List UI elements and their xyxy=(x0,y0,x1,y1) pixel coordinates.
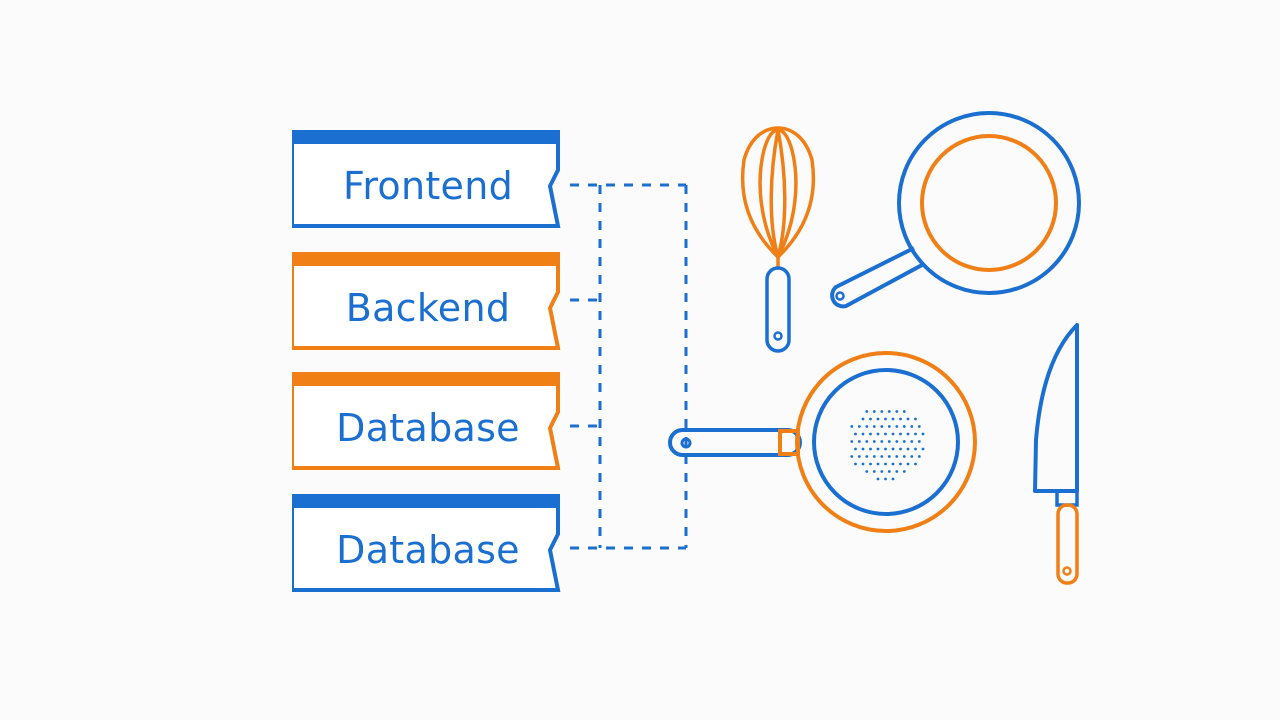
strainer-hole xyxy=(902,440,906,443)
strainer-hole xyxy=(869,432,872,436)
strainer-hole xyxy=(854,432,857,436)
strainer-hole xyxy=(914,417,917,421)
strainer-hole xyxy=(854,447,857,451)
strainer-hole xyxy=(891,477,895,481)
strainer-hole xyxy=(917,455,921,458)
whisk-icon xyxy=(740,126,816,353)
strainer-hole xyxy=(869,462,872,466)
strainer-hole xyxy=(891,432,895,436)
strainer-hole xyxy=(872,440,876,443)
strainer-hole xyxy=(917,440,921,443)
strainer-hole xyxy=(902,425,906,428)
strainer-hole xyxy=(921,432,925,436)
strainer-hole xyxy=(861,417,865,421)
label-card-backend: Backend xyxy=(292,252,561,350)
strainer-hole xyxy=(891,462,895,466)
chef-knife-icon xyxy=(1033,323,1079,585)
strainer-hole xyxy=(910,425,914,428)
strainer-hole xyxy=(872,410,876,413)
strainer-hole xyxy=(865,455,869,458)
strainer-hole xyxy=(884,477,887,481)
strainer-hole xyxy=(906,417,910,421)
strainer-hole xyxy=(895,455,899,458)
strainer-hole xyxy=(880,440,884,443)
strainer-hole xyxy=(872,470,876,473)
label-database-1: Database xyxy=(336,406,520,450)
strainer-pan-icon xyxy=(668,351,977,533)
strainer-hole xyxy=(865,425,869,428)
strainer-hole xyxy=(876,462,880,466)
strainer-hole xyxy=(850,440,854,443)
strainer-hole xyxy=(880,470,884,473)
strainer-hole xyxy=(861,447,865,451)
strainer-hole xyxy=(869,417,872,421)
strainer-hole xyxy=(854,462,857,466)
strainer-hole xyxy=(887,410,891,413)
strainer-hole xyxy=(914,432,917,436)
strainer-hole xyxy=(910,455,914,458)
strainer-hole xyxy=(902,455,906,458)
label-card-database-1: Database xyxy=(292,372,561,470)
strainer-hole xyxy=(906,447,910,451)
label-database-2: Database xyxy=(336,528,520,572)
strainer-hole xyxy=(876,432,880,436)
dashed-connectors xyxy=(570,183,688,550)
label-card-database-2: Database xyxy=(292,494,561,592)
strainer-hole xyxy=(880,455,884,458)
label-frontend: Frontend xyxy=(342,164,514,208)
strainer-hole xyxy=(887,425,891,428)
strainer-hole xyxy=(895,425,899,428)
strainer-hole xyxy=(914,447,917,451)
strainer-hole xyxy=(850,425,854,428)
strainer-hole xyxy=(891,417,895,421)
strainer-hole xyxy=(899,462,902,466)
strainer-hole xyxy=(906,432,910,436)
strainer-hole xyxy=(876,447,880,451)
strainer-hole xyxy=(876,417,880,421)
strainer-hole xyxy=(850,455,854,458)
strainer-holes xyxy=(850,410,925,481)
strainer-hole xyxy=(887,455,891,458)
strainer-hole xyxy=(906,462,910,466)
strainer-hole xyxy=(921,447,925,451)
strainer-hole xyxy=(861,432,865,436)
strainer-hole xyxy=(857,455,861,458)
strainer-hole xyxy=(884,447,887,451)
strainer-hole xyxy=(861,462,865,466)
strainer-hole xyxy=(865,470,869,473)
strainer-hole xyxy=(899,432,902,436)
strainer-hole xyxy=(895,470,899,473)
label-card-frontend: Frontend xyxy=(292,130,561,228)
strainer-hole xyxy=(902,410,906,413)
strainer-hole xyxy=(872,455,876,458)
strainer-hole xyxy=(876,477,880,481)
strainer-hole xyxy=(880,425,884,428)
strainer-hole xyxy=(887,470,891,473)
frying-pan-icon xyxy=(830,111,1081,309)
strainer-hole xyxy=(891,447,895,451)
strainer-hole xyxy=(899,417,902,421)
strainer-hole xyxy=(917,425,921,428)
strainer-hole xyxy=(857,440,861,443)
strainer-hole xyxy=(902,470,906,473)
strainer-hole xyxy=(895,440,899,443)
strainer-hole xyxy=(880,410,884,413)
strainer-hole xyxy=(884,432,887,436)
strainer-hole xyxy=(872,425,876,428)
strainer-hole xyxy=(884,417,887,421)
strainer-hole xyxy=(857,425,861,428)
strainer-hole xyxy=(884,462,887,466)
label-backend: Backend xyxy=(345,286,511,330)
strainer-hole xyxy=(899,447,902,451)
strainer-hole xyxy=(910,440,914,443)
strainer-hole xyxy=(865,410,869,413)
strainer-hole xyxy=(895,410,899,413)
strainer-hole xyxy=(887,440,891,443)
strainer-hole xyxy=(869,447,872,451)
strainer-hole xyxy=(914,462,917,466)
strainer-hole xyxy=(865,440,869,443)
